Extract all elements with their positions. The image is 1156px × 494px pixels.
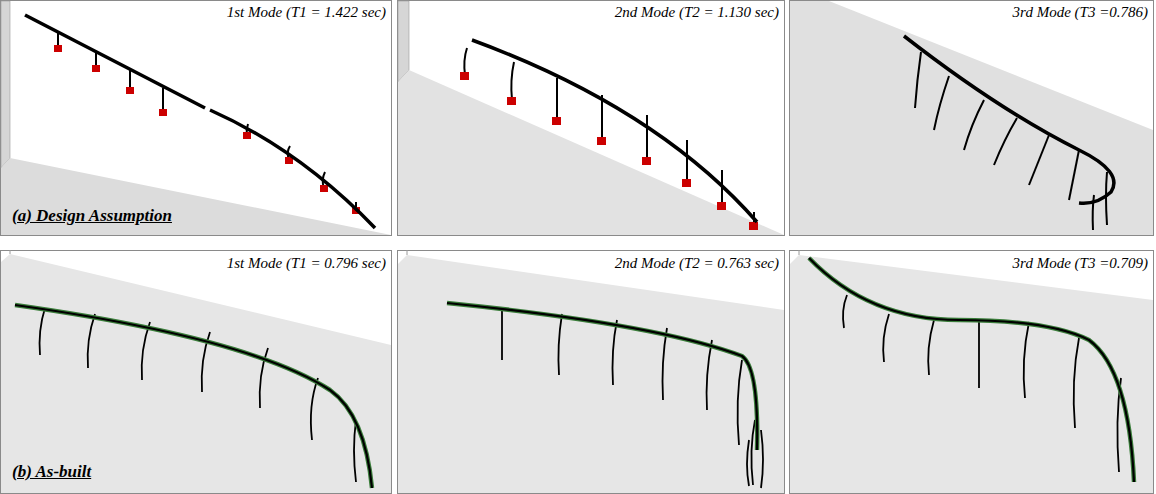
figure-stroke (88, 314, 95, 368)
figure-stroke (162, 88, 164, 112)
floor-plane (1, 158, 391, 235)
figure-stroke (507, 97, 516, 105)
floor-plane (1, 254, 391, 493)
mode-title: 1st Mode (T1 = 1.422 sec) (227, 4, 386, 21)
piers (58, 32, 356, 210)
panel-b2 (398, 250, 785, 494)
bridge-deck (472, 40, 757, 222)
figure-stroke (994, 118, 1017, 165)
figure-stroke (460, 72, 469, 80)
figure-stroke (1069, 150, 1079, 200)
figure-stroke (642, 157, 651, 165)
piers (915, 52, 1107, 230)
figure-stroke (92, 65, 100, 72)
figure-stroke (964, 100, 984, 150)
figure-stroke (54, 45, 62, 52)
piers (464, 48, 754, 225)
figure-stroke (511, 62, 514, 100)
figure-stroke (749, 222, 758, 230)
figure-stroke (751, 420, 755, 485)
piers (502, 310, 763, 488)
figure-stroke (843, 295, 847, 328)
bridge-deck-outline (447, 303, 757, 450)
panel-a1 (1, 1, 392, 236)
figure-stroke (552, 117, 561, 125)
figure-stroke (1106, 172, 1107, 225)
figure-stroke (601, 95, 603, 140)
bridge-deck (15, 305, 372, 488)
floor-plane (790, 1, 1153, 235)
wall-edge (799, 250, 800, 255)
figure-stroke (934, 76, 949, 130)
mode-title: 1st Mode (T1 = 0.796 sec) (227, 255, 386, 272)
figure-stroke (883, 314, 889, 362)
panel-frame (398, 1, 785, 236)
bridge-deck (210, 110, 375, 228)
mode-title: 3rd Mode (T3 =0.786) (1013, 4, 1148, 21)
figure-stroke (717, 202, 726, 210)
bridge-deck (904, 36, 1114, 203)
panel-frame (790, 1, 1154, 236)
case-label: (a) Design Assumption (12, 206, 172, 226)
panel-b3 (790, 250, 1154, 494)
bridge-deck (25, 15, 205, 108)
panel-a2 (398, 1, 785, 236)
figure-stroke (501, 310, 503, 360)
figure-stroke (556, 78, 558, 120)
bridge-deck (809, 258, 1134, 482)
figure-stroke (597, 137, 606, 145)
floor-plane (398, 255, 784, 493)
figure-stroke (686, 140, 688, 182)
panel-frame (398, 251, 785, 494)
floor-plane (790, 255, 1153, 493)
figure-stroke (613, 320, 618, 385)
panel-a3 (790, 1, 1154, 236)
figure-stroke (40, 308, 45, 355)
figure-stroke (159, 109, 167, 116)
figure-stroke (142, 322, 150, 380)
panel-frame (790, 251, 1154, 494)
figure-stroke (915, 52, 921, 108)
mode-title: 3rd Mode (T3 =0.709) (1013, 255, 1148, 272)
wall-strip (398, 1, 409, 82)
figure-stroke (243, 132, 251, 139)
figure-stroke (1074, 338, 1079, 428)
panel-frame (1, 1, 392, 236)
figure-stroke (978, 320, 980, 388)
figure-stroke (320, 185, 328, 192)
bridge-deck-outline (809, 258, 1134, 482)
figure-stroke (682, 179, 691, 187)
figure-stroke (707, 340, 712, 410)
figure-stroke (738, 360, 742, 445)
panel-b1 (1, 250, 392, 494)
figure-stroke (761, 430, 763, 488)
figure-stroke (747, 440, 749, 486)
figure-stroke (928, 320, 934, 375)
mode-title: 2nd Mode (T2 = 1.130 sec) (615, 4, 779, 21)
figure-stroke (354, 420, 356, 482)
figure-stroke (464, 48, 467, 75)
figure-stroke (1029, 135, 1049, 185)
wall-strip (1, 1, 10, 168)
wall-edge (10, 250, 11, 254)
figure-stroke (558, 314, 562, 375)
bearing-blocks (460, 72, 758, 230)
figure-stroke (1024, 322, 1029, 398)
bearing-blocks (54, 45, 360, 214)
figure-stroke (663, 328, 668, 400)
bridge-deck (447, 303, 757, 450)
piers (40, 308, 356, 482)
figure-stroke (646, 115, 648, 160)
case-label: (b) As-built (12, 462, 91, 482)
figure-stroke (126, 87, 134, 94)
panel-frame (1, 251, 392, 494)
bridge-deck-outline (15, 305, 372, 488)
figure-stroke (311, 378, 318, 440)
wall-edge (407, 250, 408, 255)
mode-title: 2nd Mode (T2 = 0.763 sec) (615, 255, 779, 272)
